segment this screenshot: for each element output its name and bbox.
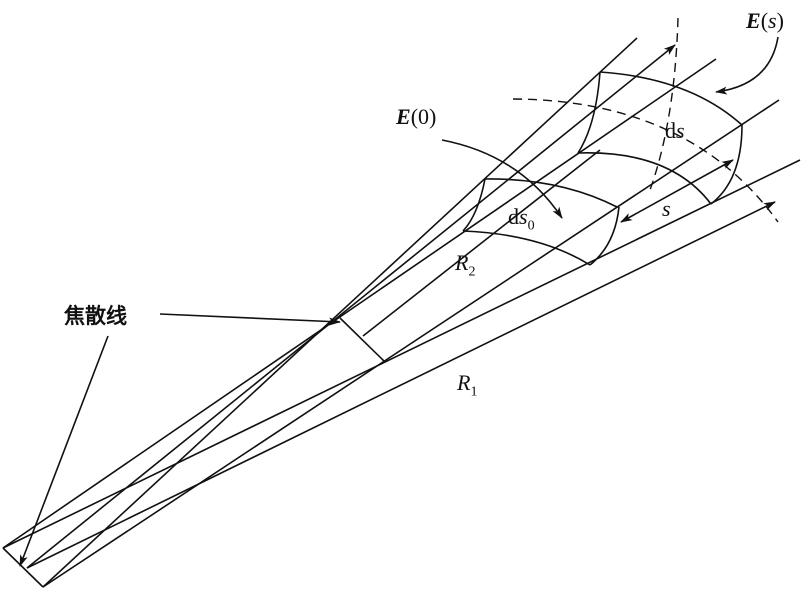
label-r1: R1 xyxy=(457,370,477,400)
ray-3 xyxy=(2,58,717,549)
caustic-pointer-upper xyxy=(159,313,341,326)
e0-bottom-arc xyxy=(462,230,591,266)
label-e0: E(0) xyxy=(396,104,436,130)
ray-1 xyxy=(42,37,638,588)
ray-r1 xyxy=(26,201,776,569)
es-symbol: E xyxy=(746,8,761,33)
label-ds0: ds0 xyxy=(508,204,535,234)
ray-5 xyxy=(42,99,780,588)
dashed-wavefront-vertical xyxy=(649,17,679,191)
es-left-edge xyxy=(577,71,601,154)
ray-6 xyxy=(2,159,801,549)
label-s: s xyxy=(662,196,671,221)
label-es: E(s) xyxy=(746,8,784,34)
es-top-arc xyxy=(599,71,743,126)
e0-left-edge xyxy=(462,178,486,232)
label-ds: ds xyxy=(665,118,685,144)
r2-symbol: R xyxy=(455,250,469,275)
es-open: ( xyxy=(760,8,769,33)
ray-4 xyxy=(362,149,601,337)
ds0-sub: 0 xyxy=(527,218,535,234)
ray-2 xyxy=(26,44,676,569)
s-dimension-arrow xyxy=(620,159,734,223)
es-pointer-arrow xyxy=(715,36,779,95)
e0-symbol: E xyxy=(396,104,411,129)
r1-sub: 1 xyxy=(470,384,478,400)
ds-d: d xyxy=(665,118,676,143)
ds0-d: d xyxy=(508,204,519,229)
e0-right-edge xyxy=(589,206,620,266)
label-caustic: 焦散线 xyxy=(64,304,127,328)
ds-s: s xyxy=(676,118,685,143)
lower-caustic-line xyxy=(2,547,44,588)
caustic-pointer-lower xyxy=(19,335,109,567)
es-arg: s xyxy=(768,8,777,33)
r2-sub: 2 xyxy=(468,264,476,280)
e0-top-arc xyxy=(484,178,618,208)
e0-pointer-arrow xyxy=(441,139,563,219)
label-r2: R2 xyxy=(455,250,475,280)
upper-caustic-line xyxy=(339,317,386,363)
ds0-s: s xyxy=(519,204,528,229)
r1-symbol: R xyxy=(457,370,471,395)
es-close: ) xyxy=(776,8,784,33)
e0-arg: (0) xyxy=(410,104,437,129)
es-bottom-arc xyxy=(577,152,712,205)
